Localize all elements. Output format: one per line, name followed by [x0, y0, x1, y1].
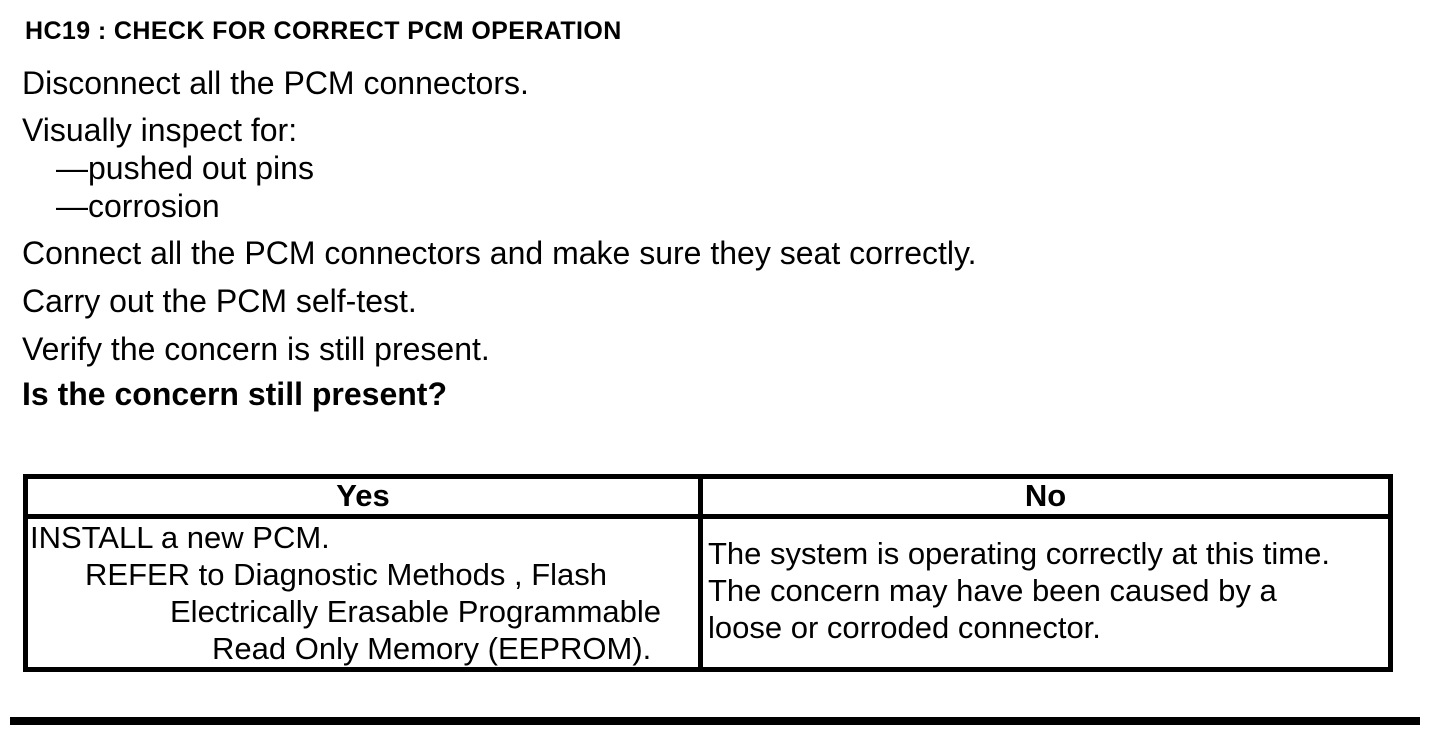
decision-table: Yes No INSTALL a new PCM. REFER to Diagn… [23, 474, 1393, 672]
step-verify-concern: Verify the concern is still present. [22, 331, 490, 367]
yes-column-header: Yes [28, 479, 703, 514]
yes-action-refer-line-2: Electrically Erasable Programmable [170, 594, 662, 629]
decision-table-body-row: INSTALL a new PCM. REFER to Diagnostic M… [28, 519, 1388, 667]
step-inspect-intro: Visually inspect for: [22, 112, 298, 148]
bottom-divider-rule [10, 717, 1420, 725]
no-action-cell: The system is operating correctly at thi… [703, 519, 1388, 667]
page-title: HC19 : CHECK FOR CORRECT PCM OPERATION [25, 17, 622, 45]
no-action-line-2: The concern may have been caused by a [708, 573, 1277, 608]
step-disconnect-connectors: Disconnect all the PCM connectors. [22, 65, 529, 101]
no-action-line-1: The system is operating correctly at thi… [708, 536, 1330, 571]
inspect-item-pushed-pins: —pushed out pins [56, 150, 314, 186]
no-action-line-3: loose or corroded connector. [708, 610, 1101, 645]
step-self-test: Carry out the PCM self-test. [22, 283, 417, 319]
step-connect-connectors: Connect all the PCM connectors and make … [22, 235, 977, 271]
no-column-header: No [1024, 479, 1067, 513]
yes-action-cell: INSTALL a new PCM. REFER to Diagnostic M… [28, 519, 703, 667]
question-text: Is the concern still present? [22, 376, 447, 412]
diagnostic-procedure-page: HC19 : CHECK FOR CORRECT PCM OPERATION D… [0, 16, 1440, 756]
inspect-item-corrosion: —corrosion [56, 188, 220, 224]
decision-table-header-row: Yes No [28, 479, 1388, 519]
yes-action-refer-line-3: Read Only Memory (EEPROM). [212, 631, 652, 666]
yes-action-refer-line: REFER to Diagnostic Methods , Flash [85, 557, 608, 592]
yes-action-install-line: INSTALL a new PCM. [30, 520, 330, 555]
